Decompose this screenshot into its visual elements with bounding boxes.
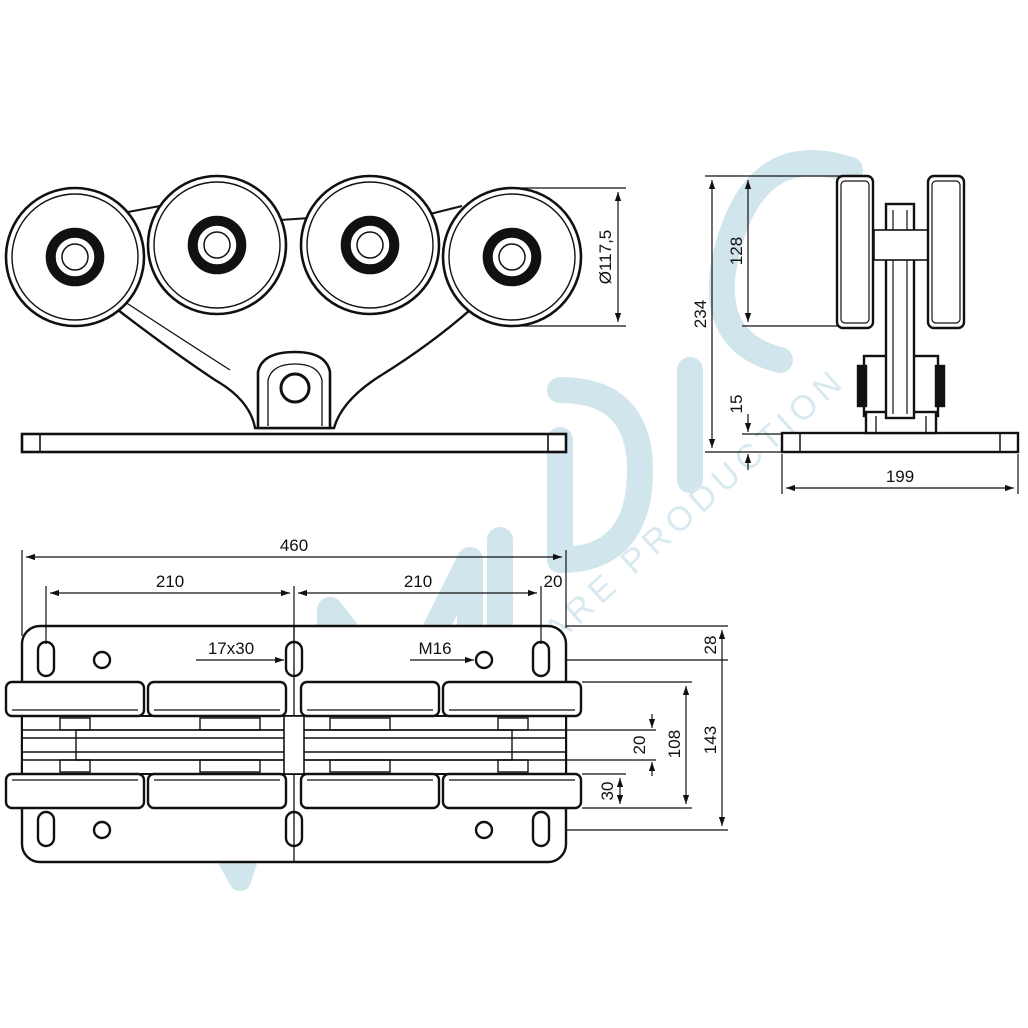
front-view (4, 174, 583, 454)
spacing-left-label: 210 (156, 572, 184, 591)
wheel-width-label: 30 (598, 782, 617, 801)
overall-length-label: 460 (280, 536, 308, 555)
mounting-hole (92, 820, 112, 840)
front-wheel (4, 186, 146, 328)
slot-size-label: 17x30 (208, 639, 254, 658)
front-bracket (256, 350, 332, 430)
base-width-label: 199 (886, 467, 914, 486)
side-base-plate (780, 431, 1020, 454)
spacing-right-label: 210 (404, 572, 432, 591)
wheel-span-label: 108 (665, 730, 684, 758)
side-wheel-left (835, 174, 875, 330)
front-base-plate (20, 432, 568, 454)
mounting-hole (474, 820, 494, 840)
front-wheel (441, 186, 583, 328)
overall-width-label: 143 (701, 726, 720, 754)
top-wheel-row-upper (4, 680, 583, 718)
wheel-diameter-label: Ø117,5 (596, 230, 615, 285)
thread-size-label: M16 (418, 639, 451, 658)
plate-thickness-label: 15 (727, 395, 746, 414)
side-dimensions: 234 128 15 199 (691, 175, 1019, 494)
mounting-slot (531, 810, 551, 848)
edge-to-holes-label: 28 (701, 636, 720, 655)
mounting-slot (284, 810, 304, 848)
side-view (780, 174, 1020, 454)
side-wheel-right (926, 174, 966, 330)
top-wheel-row-lower (4, 772, 583, 810)
top-view (4, 624, 583, 864)
top-dimensions-vertical: 143 28 108 20 30 (566, 625, 728, 831)
front-wheel (146, 174, 288, 316)
dim-wheel-diameter: Ø117,5 (522, 187, 626, 327)
gap-label: 20 (630, 736, 649, 755)
end-offset-label: 20 (544, 572, 563, 591)
overall-height-label: 234 (691, 300, 710, 328)
top-dimensions-horizontal: 460 210 210 20 17x30 M16 (21, 536, 567, 664)
mounting-slot (36, 810, 56, 848)
mounting-hole (474, 650, 494, 670)
front-wheel (299, 174, 441, 316)
mounting-hole (92, 650, 112, 670)
wheel-height-label: 128 (727, 237, 746, 265)
